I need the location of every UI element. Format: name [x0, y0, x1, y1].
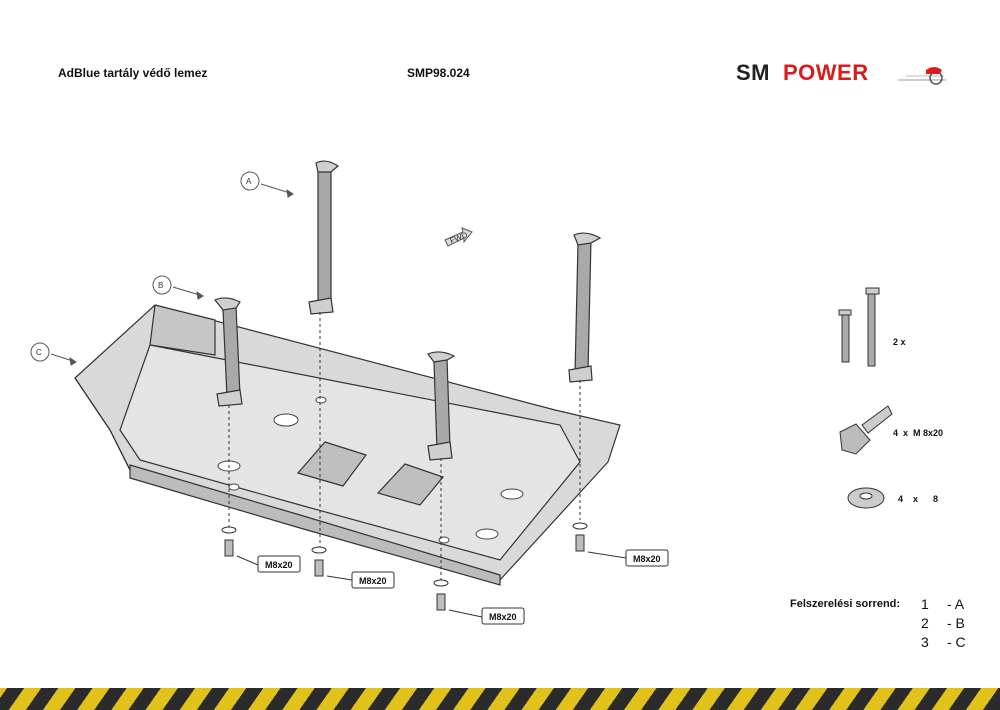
parts-qty-washers: 4 x 8: [898, 494, 939, 504]
bolt-label: M8x20: [633, 554, 661, 564]
brand-logo: SM POWER: [736, 58, 958, 92]
mounting-brackets: [214, 160, 602, 461]
bolt-label: M8x20: [489, 612, 517, 622]
bolt-icon: [839, 405, 893, 455]
logo-power: POWER: [783, 60, 869, 85]
document-title: AdBlue tartály védő lemez: [58, 66, 208, 80]
assembly-lines: [228, 312, 581, 580]
sequence-heading: Felszerelési sorrend:: [790, 598, 901, 610]
parts-qty-bolts: 4 x M 8x20: [893, 428, 944, 438]
callout-a: A: [246, 177, 252, 186]
fwd-arrow-icon: [444, 227, 473, 247]
parts-qty-brackets: 2 x: [893, 337, 906, 347]
motorbike-icon: [898, 67, 946, 85]
callout-c: C: [36, 348, 42, 357]
plate-pockets: [296, 441, 445, 506]
hazard-stripe: [0, 688, 1000, 710]
bolt-label: M8x20: [359, 576, 387, 586]
fwd-label: FWD: [449, 230, 469, 245]
skid-plate: [74, 304, 621, 586]
callout-b: B: [158, 281, 163, 290]
logo-sm: SM: [736, 60, 770, 85]
washer-icon: [847, 487, 885, 509]
bolts: [221, 522, 588, 611]
part-code: SMP98.024: [407, 66, 470, 80]
bracket-icon: [838, 287, 880, 367]
bolt-label: M8x20: [265, 560, 293, 570]
assembly-drawing: M8x20 M8x20 M8x20 M8x20 A B C FWD: [30, 160, 893, 625]
